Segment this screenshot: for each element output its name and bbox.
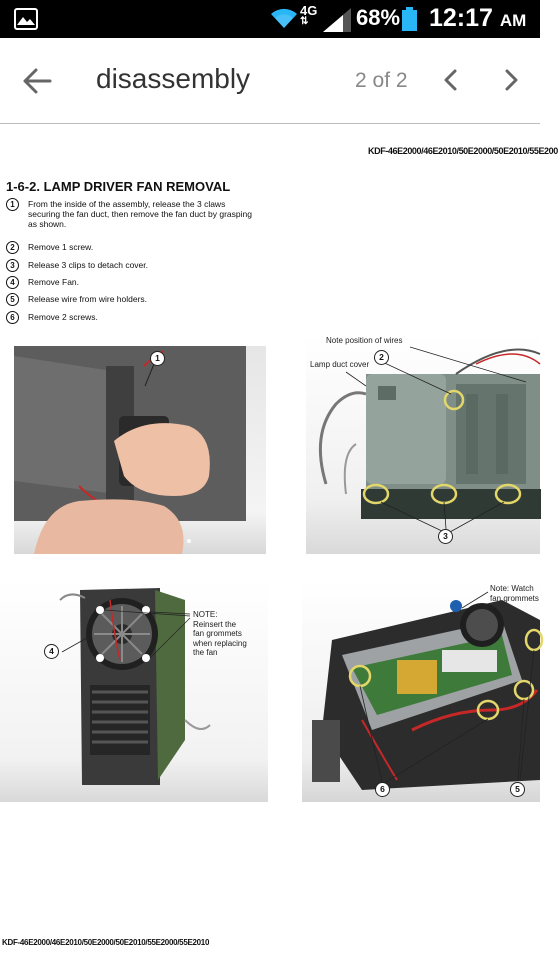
step-number: 4 bbox=[6, 276, 19, 289]
document-page[interactable]: KDF-46E2000/46E2010/50E2000/50E2010/55E2… bbox=[0, 124, 558, 960]
step-number: 1 bbox=[6, 198, 19, 211]
lamp-duct-cover-label: Lamp duct cover bbox=[310, 360, 370, 369]
lamp-driver-board-illustration bbox=[312, 591, 544, 878]
figure-2-photo: Note position of wires 2 Lamp duct cover… bbox=[306, 334, 541, 554]
note-wires: Note position of wires bbox=[326, 336, 403, 345]
callout-2: 2 bbox=[374, 350, 389, 365]
callout-6: 6 bbox=[375, 782, 390, 797]
clock-time: 12:17 bbox=[429, 4, 493, 32]
page-indicator: 2 of 2 bbox=[355, 69, 408, 92]
callout-3: 3 bbox=[438, 529, 453, 544]
step-number: 5 bbox=[6, 293, 19, 306]
note-line: fan grommets bbox=[490, 593, 539, 603]
watch-grommets-note: Note: Watch fan grommets bbox=[490, 584, 539, 603]
step-text: Release wire from wire holders. bbox=[28, 294, 148, 304]
battery-percent: 68% bbox=[356, 5, 401, 30]
fan-assembly-illustration bbox=[59, 588, 211, 785]
battery-icon bbox=[402, 7, 417, 31]
signal-icon bbox=[323, 8, 351, 32]
wifi-icon bbox=[271, 8, 297, 28]
section-heading: 1-6-2. LAMP DRIVER FAN REMOVAL bbox=[6, 179, 231, 194]
step-number: 6 bbox=[6, 311, 19, 324]
note-line: Note: Watch bbox=[490, 584, 534, 593]
network-4g-icon: 4G ⇅ bbox=[300, 4, 317, 27]
step-number: 2 bbox=[6, 241, 19, 254]
note-line: the fan bbox=[193, 648, 218, 657]
lamp-duct-illustration bbox=[318, 346, 541, 533]
fan-grommet-note: NOTE: Reinsert the fan grommets when rep… bbox=[193, 610, 247, 658]
clock-ampm: AM bbox=[499, 11, 527, 30]
page-title: disassembly bbox=[96, 63, 251, 94]
note-line: fan grommets bbox=[193, 629, 242, 638]
fan-duct-illustration bbox=[14, 346, 246, 554]
figure-4-photo: Note: Watch fan grommets 6 5 bbox=[302, 580, 544, 878]
callout-5: 5 bbox=[510, 782, 525, 797]
step-text: securing the fan duct, then remove the f… bbox=[28, 209, 252, 219]
chevron-left-icon[interactable] bbox=[438, 65, 464, 95]
clock: 12:17 AM bbox=[429, 4, 526, 33]
figure-1-photo: 1 bbox=[14, 346, 266, 554]
network-label: 4G bbox=[300, 3, 318, 18]
step-text: Remove Fan. bbox=[28, 277, 80, 287]
back-arrow-icon[interactable] bbox=[20, 64, 54, 98]
step-text: Remove 1 screw. bbox=[28, 242, 94, 252]
step-text: From the inside of the assembly, release… bbox=[28, 199, 226, 209]
model-header: KDF-46E2000/46E2010/50E2000/50E2010/55E2… bbox=[368, 146, 558, 156]
data-arrows-icon: ⇅ bbox=[300, 16, 308, 27]
app-bar-divider bbox=[0, 123, 540, 124]
callout-4: 4 bbox=[44, 644, 59, 659]
model-footer: KDF-46E2000/46E2010/50E2000/50E2010/55E2… bbox=[2, 938, 210, 947]
note-line: when replacing bbox=[193, 638, 247, 648]
chevron-right-icon[interactable] bbox=[498, 65, 524, 95]
status-bar: 4G ⇅ 68% 12:17 AM bbox=[0, 0, 540, 38]
figure-3-photo: 4 NOTE: Reinsert the fan grommets when r… bbox=[0, 580, 268, 802]
gallery-icon bbox=[14, 8, 38, 30]
step-number: 3 bbox=[6, 259, 19, 272]
step-text: as shown. bbox=[28, 219, 67, 229]
note-line: NOTE: bbox=[193, 610, 218, 619]
callout-1: 1 bbox=[150, 351, 165, 366]
note-line: Reinsert the bbox=[193, 619, 237, 629]
step-text: Release 3 clips to detach cover. bbox=[28, 260, 149, 270]
app-bar: disassembly 2 of 2 bbox=[0, 38, 540, 124]
step-text: Remove 2 screws. bbox=[28, 312, 98, 322]
